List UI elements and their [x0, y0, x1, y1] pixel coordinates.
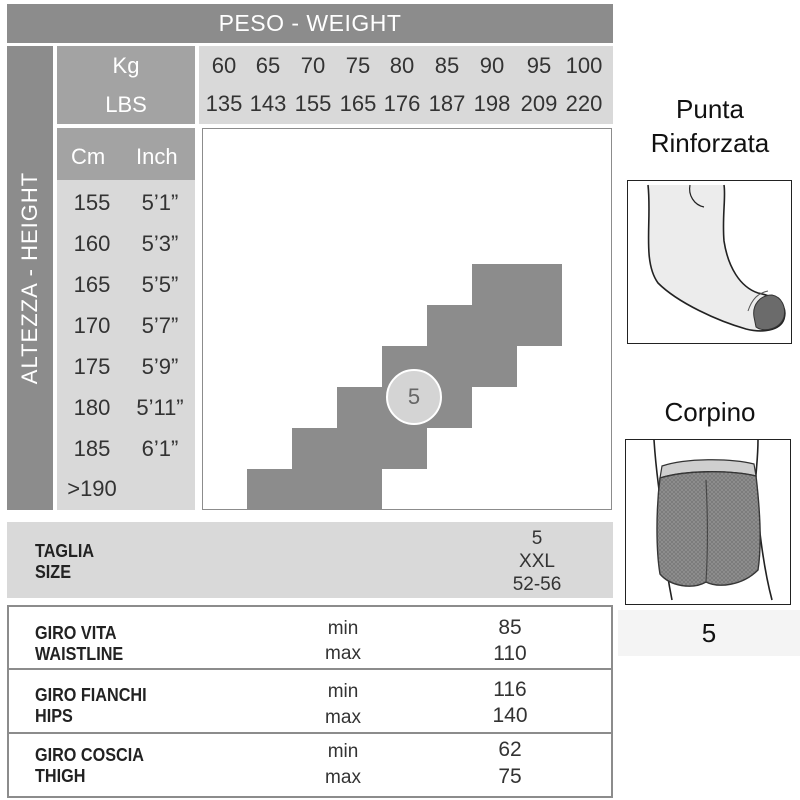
- lbs-value: 165: [339, 91, 377, 116]
- lbs-value: 135: [205, 91, 243, 116]
- hips-max-label: max: [325, 707, 361, 728]
- kg-value: 75: [345, 53, 371, 78]
- lbs-label: LBS: [105, 92, 147, 117]
- height-axis-text: ALTEZZA - HEIGHT: [17, 171, 42, 385]
- waist-min-value: 85: [498, 616, 522, 639]
- thigh-min-label: min: [327, 741, 359, 762]
- size-cell: [337, 387, 382, 428]
- kg-value: 60: [211, 53, 237, 78]
- cm-inch-header: Cm Inch: [57, 128, 195, 180]
- size-cell: [292, 428, 337, 469]
- lbs-value: 176: [383, 91, 421, 116]
- size-cell: [337, 469, 382, 510]
- control-top-image: [625, 439, 791, 605]
- inch-value: 5’11”: [136, 395, 184, 420]
- thigh-label-it: GIRO COSCIA: [35, 745, 144, 765]
- inch-label: Inch: [136, 144, 178, 169]
- waist-label-it: GIRO VITA: [35, 623, 117, 643]
- cm-label: Cm: [71, 144, 106, 169]
- size-cell: [517, 264, 562, 305]
- hips-label-en: HIPS: [35, 706, 73, 726]
- reinforced-toe-image: [627, 180, 792, 344]
- kg-value: 65: [255, 53, 281, 78]
- lbs-value: 209: [520, 91, 558, 116]
- size-caption: 5: [701, 618, 717, 648]
- cm-value: 170: [73, 313, 111, 338]
- inch-value: 5’9”: [141, 354, 179, 379]
- cm-value: 175: [73, 354, 111, 379]
- size-cell: [247, 469, 292, 510]
- taglia-label: TAGLIA: [35, 541, 95, 561]
- size-cell: [427, 305, 472, 346]
- size-row: TAGLIA SIZE 5 XXL 52-56: [7, 522, 613, 598]
- waist-label-en: WAISTLINE: [35, 644, 124, 664]
- size-value-3: 52-56: [512, 574, 562, 595]
- size-cell: [382, 428, 427, 469]
- body-title: Corpino: [664, 397, 756, 427]
- waist-max-value: 110: [493, 642, 527, 665]
- size-label: SIZE: [35, 562, 72, 582]
- thigh-min-value: 62: [498, 738, 522, 761]
- row-divider: [7, 668, 613, 670]
- cm-value: 180: [73, 395, 111, 420]
- lbs-value: 220: [565, 91, 603, 116]
- measurements-table: [7, 605, 613, 798]
- hips-label-it: GIRO FIANCHI: [35, 685, 147, 705]
- kg-label: Kg: [112, 53, 140, 78]
- kg-value: 80: [389, 53, 415, 78]
- panty-drawing-icon: [653, 439, 773, 601]
- row-divider: [7, 732, 613, 734]
- thigh-max-value: 75: [498, 765, 522, 788]
- foot-drawing-icon: [647, 184, 786, 332]
- kg-value: 100: [565, 53, 603, 78]
- inch-value: 5’5”: [141, 272, 179, 297]
- cm-value: >190: [67, 476, 117, 501]
- lbs-value: 143: [249, 91, 287, 116]
- lbs-value: 198: [473, 91, 511, 116]
- cm-value: 160: [73, 231, 111, 256]
- cm-value: 165: [73, 272, 111, 297]
- waist-max-label: max: [325, 643, 361, 664]
- thigh-max-label: max: [325, 767, 361, 788]
- weight-header: PESO - WEIGHT: [7, 4, 613, 43]
- hips-max-value: 140: [492, 704, 528, 727]
- hips-min-value: 116: [493, 678, 527, 701]
- weight-values-bg: [199, 46, 613, 124]
- inch-value: 6’1”: [141, 436, 179, 461]
- kg-value: 90: [479, 53, 505, 78]
- inch-value: 5’1”: [141, 190, 179, 215]
- height-values-bg: [57, 180, 195, 510]
- inch-value: 5’3”: [141, 231, 179, 256]
- toe-title-line2: Rinforzata: [650, 128, 770, 158]
- thigh-label-en: THIGH: [35, 766, 86, 786]
- cm-value: 155: [73, 190, 111, 215]
- size-value-2: XXL: [519, 551, 555, 572]
- toe-title-line1: Punta: [676, 94, 744, 124]
- toe-title: Punta Rinforzata: [624, 92, 796, 160]
- size-value-1: 5: [531, 528, 543, 549]
- size-cell: [292, 469, 337, 510]
- kg-label-cell: Kg: [57, 46, 195, 86]
- size-cell: [472, 264, 517, 305]
- lbs-value: 155: [294, 91, 332, 116]
- cm-value: 185: [73, 436, 111, 461]
- size-cell: [472, 346, 517, 387]
- inch-value: 5’7”: [141, 313, 179, 338]
- size-cell: [517, 305, 562, 346]
- kg-value: 95: [526, 53, 552, 78]
- lbs-label-cell: LBS: [57, 86, 195, 124]
- hips-min-label: min: [327, 681, 359, 702]
- kg-value: 70: [300, 53, 326, 78]
- waist-min-label: min: [327, 618, 359, 639]
- size-cell: [337, 428, 382, 469]
- size-cell: [472, 305, 517, 346]
- size-badge: 5: [386, 369, 442, 425]
- lbs-value: 187: [428, 91, 466, 116]
- kg-value: 85: [434, 53, 460, 78]
- height-axis-label: ALTEZZA - HEIGHT: [7, 46, 53, 510]
- caption-bg: [618, 610, 800, 656]
